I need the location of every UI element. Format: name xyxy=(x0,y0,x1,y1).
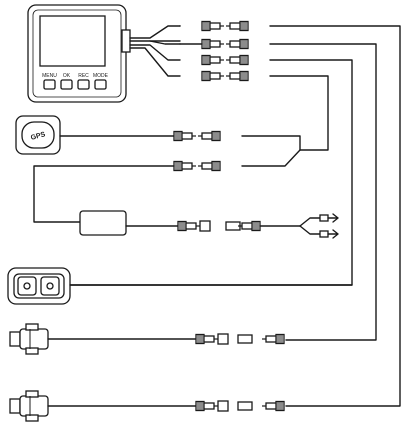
dvr-button-rec-label: REC xyxy=(78,73,89,79)
remote-control xyxy=(7,267,353,305)
dvr-screen xyxy=(39,15,106,67)
dvr-button-menu[interactable]: MENU xyxy=(42,73,57,90)
connector-pair-1 xyxy=(201,20,249,32)
dvr-button-rec[interactable]: REC xyxy=(77,73,90,90)
dvr-button-mode-label: MODE xyxy=(93,73,109,79)
power-converter xyxy=(79,210,301,236)
dvr-button-ok-label: OK xyxy=(63,73,71,79)
harness-fanout xyxy=(129,25,181,77)
camera-2 xyxy=(9,390,285,422)
gps-module-label: GPS xyxy=(30,131,46,142)
connector-pair-3 xyxy=(201,54,249,66)
connector-pair-2 xyxy=(201,38,249,50)
gps-module: GPS xyxy=(15,115,301,155)
harness-leads xyxy=(149,25,203,45)
power-fork-terminals xyxy=(299,213,339,239)
dvr-button-mode[interactable]: MODE xyxy=(93,73,109,90)
camera-1 xyxy=(9,323,285,355)
connector-pair-4 xyxy=(201,70,249,82)
dvr-button-ok[interactable]: OK xyxy=(60,73,73,90)
dvr-button-menu-label: MENU xyxy=(42,73,57,79)
power-branch xyxy=(33,149,301,223)
dvr-unit: MENU OK REC MODE xyxy=(27,4,131,103)
